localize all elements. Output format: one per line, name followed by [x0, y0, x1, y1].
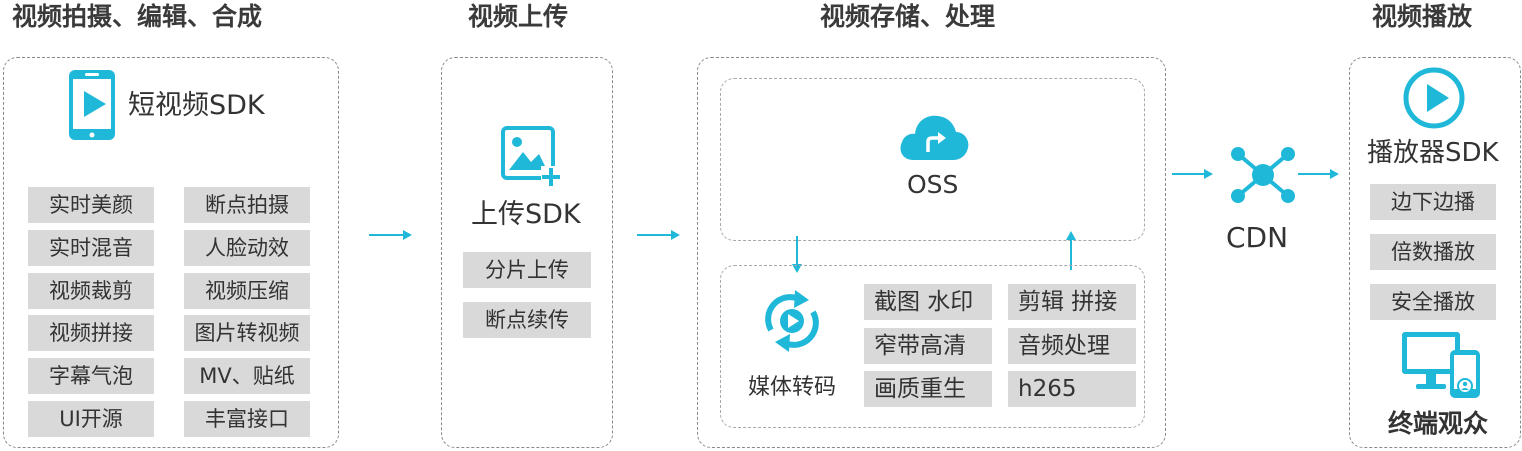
- upload-feature-tag: 分片上传: [463, 252, 591, 288]
- stage-title-storage: 视频存储、处理: [820, 2, 996, 31]
- capture-feature-tag: 视频裁剪: [28, 273, 154, 309]
- devices-icon: [1402, 332, 1480, 398]
- upload-panel: [441, 57, 613, 448]
- flow-arrow: [1172, 169, 1213, 179]
- stage-title-capture: 视频拍摄、编辑、合成: [12, 2, 263, 31]
- audience-label: 终端观众: [1388, 409, 1489, 438]
- capture-sdk-label: 短视频SDK: [128, 90, 265, 121]
- capture-feature-tag: 人脸动效: [184, 230, 310, 266]
- storage-feature-tag: 窄带高清: [864, 328, 992, 364]
- image-upload-icon: [501, 126, 561, 186]
- storage-panel: [697, 57, 1166, 448]
- capture-panel: [3, 57, 339, 448]
- upload-sdk-label: 上传SDK: [471, 199, 581, 230]
- storage-feature-tag: 画质重生: [864, 371, 992, 407]
- network-hub-icon: [1231, 147, 1295, 203]
- upload-feature-tag: 断点续传: [463, 302, 591, 338]
- player-sdk-label: 播放器SDK: [1367, 138, 1499, 168]
- flow-arrow: [1298, 169, 1339, 179]
- oss-panel: [720, 78, 1145, 241]
- down-arrow: [792, 236, 802, 273]
- capture-feature-tag: 图片转视频: [184, 315, 310, 351]
- play-circle-icon: [1403, 67, 1465, 129]
- transcode-panel: [720, 265, 1145, 428]
- capture-feature-tag: 视频压缩: [184, 273, 310, 309]
- storage-feature-tag: 音频处理: [1008, 328, 1136, 364]
- capture-feature-tag: 丰富接口: [184, 401, 310, 437]
- stage-title-upload: 视频上传: [468, 2, 569, 31]
- playback-feature-tag: 倍数播放: [1370, 234, 1496, 270]
- up-arrow: [1066, 231, 1076, 270]
- storage-feature-tag: 剪辑 拼接: [1008, 284, 1136, 320]
- flow-arrow: [369, 230, 412, 240]
- capture-feature-tag: 实时美颜: [28, 187, 154, 223]
- cloud-upload-icon: [900, 115, 969, 160]
- playback-feature-tag: 安全播放: [1370, 284, 1496, 320]
- oss-label: OSS: [907, 170, 959, 199]
- storage-feature-tag: 截图 水印: [864, 284, 992, 320]
- capture-feature-tag: UI开源: [28, 401, 154, 437]
- flow-arrow: [637, 230, 680, 240]
- transcode-cycle-icon: [765, 290, 819, 352]
- playback-feature-tag: 边下边播: [1370, 184, 1496, 220]
- cdn-label: CDN: [1226, 221, 1289, 254]
- capture-feature-tag: 实时混音: [28, 230, 154, 266]
- playback-panel: [1349, 57, 1521, 448]
- capture-feature-tag: 视频拼接: [28, 315, 154, 351]
- capture-feature-tag: MV、贴纸: [184, 358, 310, 394]
- transcode-label: 媒体转码: [748, 375, 837, 400]
- phone-play-icon: [69, 70, 115, 140]
- stage-title-playback: 视频播放: [1372, 2, 1473, 31]
- storage-feature-tag: h265: [1008, 371, 1136, 407]
- capture-feature-tag: 断点拍摄: [184, 187, 310, 223]
- capture-feature-tag: 字幕气泡: [28, 358, 154, 394]
